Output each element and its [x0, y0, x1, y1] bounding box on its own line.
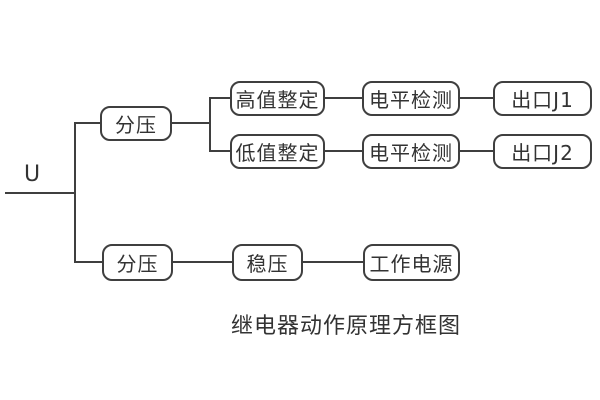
connector-low-to-level [325, 150, 363, 152]
input-voltage-label: U [23, 162, 41, 187]
box-voltage-divider-bottom: 分压 [102, 244, 173, 281]
connector-fork-to-high [209, 97, 231, 99]
box-working-power: 工作电源 [363, 244, 460, 281]
connector-level-to-j1 [460, 97, 494, 99]
box-output-j1: 出口J1 [493, 81, 592, 116]
connector-divider-to-fork [172, 122, 211, 124]
box-output-j2: 出口J2 [493, 134, 592, 169]
connector-divider-to-regulator [173, 261, 233, 263]
diagram-caption: 继电器动作原理方框图 [230, 314, 461, 339]
connector-fork-vertical [209, 97, 211, 152]
connector-regulator-to-power [303, 261, 364, 263]
connector-bottom-branch [74, 261, 103, 263]
box-voltage-regulator: 稳压 [232, 244, 303, 281]
connector-high-to-level [325, 97, 363, 99]
box-low-value-setting: 低值整定 [230, 134, 325, 169]
connector-fork-to-low [209, 150, 231, 152]
box-high-value-setting: 高值整定 [230, 81, 325, 116]
connector-level-to-j2 [460, 150, 494, 152]
box-voltage-divider-top: 分压 [100, 106, 172, 141]
box-level-detection-top: 电平检测 [362, 81, 460, 116]
box-level-detection-bottom: 电平检测 [362, 134, 460, 169]
connector-top-branch [74, 122, 101, 124]
connector-trunk-vertical [74, 122, 76, 263]
connector-input-line [5, 192, 75, 194]
